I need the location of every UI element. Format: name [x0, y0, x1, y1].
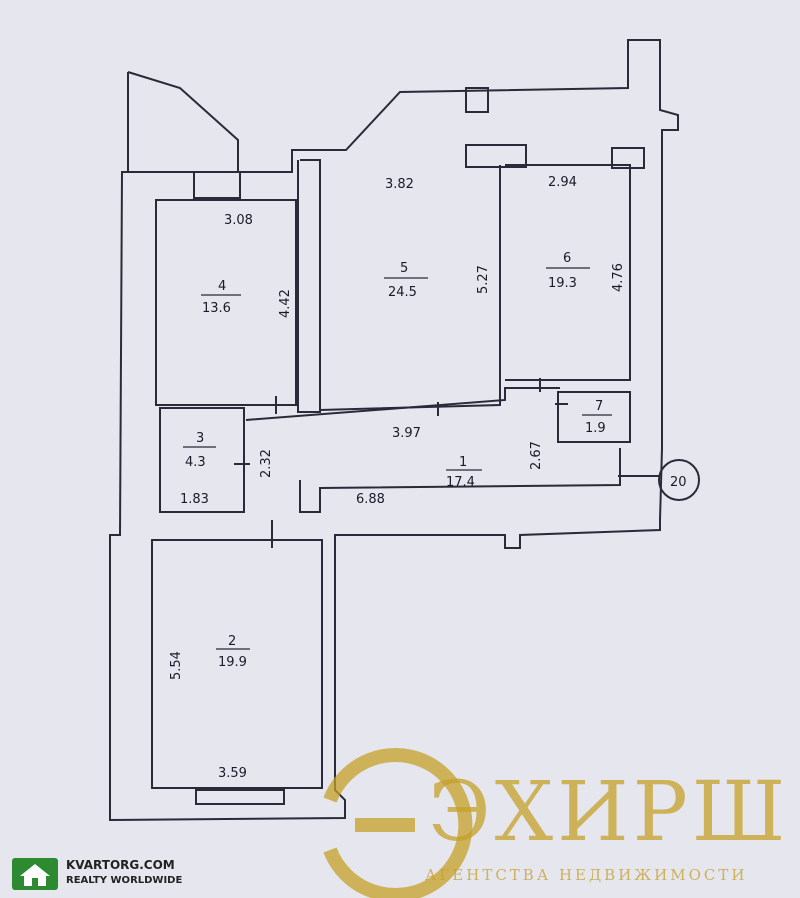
room-6-num: 6 — [563, 251, 571, 266]
dim-5-54: 5.54 — [169, 651, 184, 680]
room-5-num: 5 — [400, 261, 408, 276]
column-2 — [465, 144, 527, 168]
watermark-tagline: АГЕНТСТВА НЕДВИЖИМОСТИ — [425, 866, 748, 884]
dim-2-67: 2.67 — [529, 441, 544, 470]
kvartorg-badge: KVARTORG.COM REALTY WORLDWIDE — [8, 856, 183, 892]
dim-4-42: 4.42 — [278, 289, 293, 318]
room-2-num: 2 — [228, 634, 236, 649]
room-6-area: 19.3 — [548, 276, 577, 291]
watermark-word: ЭХИРШ — [428, 765, 790, 860]
room-6-outline — [505, 164, 631, 381]
kvartorg-tagline: REALTY WORLDWIDE — [66, 875, 183, 886]
column-3 — [611, 147, 645, 169]
window-top — [193, 171, 241, 199]
dim-3-82: 3.82 — [385, 177, 414, 192]
dim-2-32: 2.32 — [259, 449, 274, 478]
dim-3-59: 3.59 — [218, 766, 247, 781]
room-2-outline — [151, 539, 323, 789]
room-4-area: 13.6 — [202, 301, 231, 316]
apartment-marker-circle — [658, 459, 700, 501]
room-5-area: 24.5 — [388, 285, 417, 300]
dim-2-94: 2.94 — [548, 175, 577, 190]
kvartorg-name: KVARTORG.COM — [66, 858, 175, 872]
dim-3-97: 3.97 — [392, 426, 421, 441]
house-icon — [12, 858, 58, 890]
room-1-area: 17.4 — [446, 475, 475, 490]
dim-4-76: 4.76 — [611, 263, 626, 292]
outer-wall — [109, 39, 679, 822]
room-4-outline — [155, 199, 297, 406]
room-5-right — [319, 165, 501, 411]
room-4-num: 4 — [218, 279, 226, 294]
room-7-num: 7 — [595, 399, 603, 414]
apartment-marker-label: 20 — [670, 475, 687, 490]
corridor — [245, 387, 621, 513]
room-3-num: 3 — [196, 431, 204, 446]
window-bottom — [195, 789, 285, 805]
room-1-num: 1 — [459, 455, 467, 470]
room-7-outline — [557, 391, 631, 443]
dim-1-83: 1.83 — [180, 492, 209, 507]
balcony-top — [127, 71, 239, 172]
dim-3-08: 3.08 — [224, 213, 253, 228]
dim-5-27: 5.27 — [476, 265, 491, 294]
room-3-area: 4.3 — [185, 455, 206, 470]
watermark-emblem — [323, 748, 473, 898]
dim-6-88: 6.88 — [356, 492, 385, 507]
room-5-wall — [297, 159, 321, 413]
room-3-outline — [159, 407, 245, 513]
room-7-area: 1.9 — [585, 421, 606, 436]
column-1 — [465, 87, 489, 113]
room-2-area: 19.9 — [218, 655, 247, 670]
